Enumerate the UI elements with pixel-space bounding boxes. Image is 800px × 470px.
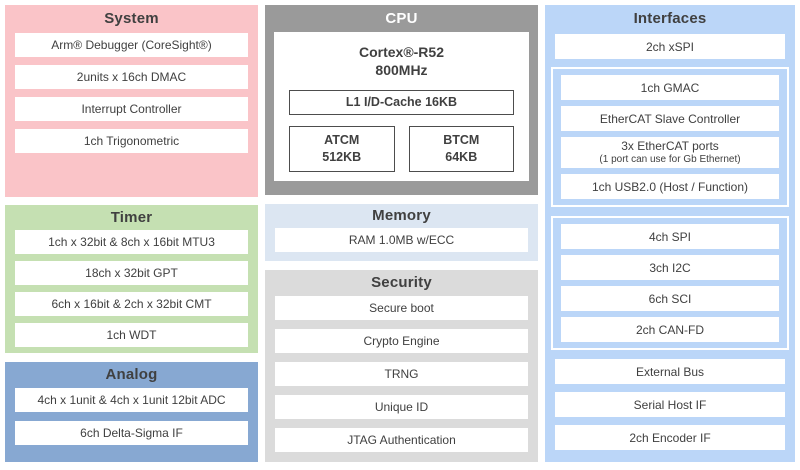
system-item-debugger: Arm® Debugger (CoreSight®) (15, 33, 248, 57)
system-item-interrupt-controller: Interrupt Controller (15, 97, 248, 121)
interfaces-title: Interfaces (633, 10, 707, 27)
interfaces-item-ethercat-ports-main: 3x EtherCAT ports (621, 138, 719, 153)
cpu-atcm-size: 512KB (322, 149, 362, 164)
interfaces-item-ethercat-ports: 3x EtherCAT ports (1 port can use for Gb… (561, 137, 779, 168)
security-title: Security (371, 274, 432, 291)
interfaces-item-ethercat-ports-note: (1 port can use for Gb Ethernet) (599, 153, 741, 165)
timer-item-wdt: 1ch WDT (15, 323, 248, 347)
cpu-block: CPU Cortex®-R52 800MHz L1 I/D-Cache 16KB… (265, 5, 538, 195)
interfaces-item-spi: 4ch SPI (561, 224, 779, 249)
interfaces-item-can-fd: 2ch CAN-FD (561, 317, 779, 342)
system-item-dmac: 2units x 16ch DMAC (15, 65, 248, 89)
cpu-title: CPU (385, 10, 418, 27)
interfaces-item-external-bus: External Bus (555, 359, 785, 384)
cpu-atcm-box: ATCM 512KB (289, 125, 395, 172)
interfaces-item-gmac: 1ch GMAC (561, 75, 779, 100)
analog-block: Analog 4ch x 1unit & 4ch x 1unit 12bit A… (5, 362, 258, 462)
interfaces-item-sci: 6ch SCI (561, 286, 779, 311)
security-item-unique-id: Unique ID (275, 395, 528, 419)
timer-item-mtu3: 1ch x 32bit & 8ch x 16bit MTU3 (15, 230, 248, 254)
system-item-trigonometric: 1ch Trigonometric (15, 129, 248, 153)
cpu-btcm-name: BTCM (443, 132, 480, 147)
timer-item-gpt: 18ch x 32bit GPT (15, 261, 248, 285)
cpu-btcm-box: BTCM 64KB (408, 125, 514, 172)
interfaces-item-encoder-if: 2ch Encoder IF (555, 425, 785, 450)
cpu-tcm-row: ATCM 512KB BTCM 64KB (289, 125, 514, 172)
memory-title: Memory (372, 207, 431, 224)
interfaces-item-i2c: 3ch I2C (561, 255, 779, 280)
memory-item-ram: RAM 1.0MB w/ECC (275, 228, 528, 252)
memory-block: Memory RAM 1.0MB w/ECC (265, 204, 538, 261)
cpu-btcm-size: 64KB (445, 149, 478, 164)
security-block: Security Secure boot Crypto Engine TRNG … (265, 270, 538, 462)
cpu-core-frequency: 800MHz (375, 62, 428, 79)
cpu-core-box: Cortex®-R52 800MHz L1 I/D-Cache 16KB ATC… (274, 32, 529, 181)
interfaces-ethernet-group: 1ch GMAC EtherCAT Slave Controller 3x Et… (551, 67, 789, 207)
analog-item-delta-sigma: 6ch Delta-Sigma IF (15, 421, 248, 445)
interfaces-item-xspi: 2ch xSPI (555, 34, 785, 59)
system-block: System Arm® Debugger (CoreSight®) 2units… (5, 5, 258, 197)
system-title: System (104, 10, 159, 27)
cpu-core-name: Cortex®-R52 (358, 44, 444, 60)
analog-item-adc: 4ch x 1unit & 4ch x 1unit 12bit ADC (15, 388, 248, 412)
cpu-l1-cache-box: L1 I/D-Cache 16KB (289, 89, 514, 115)
timer-block: Timer 1ch x 32bit & 8ch x 16bit MTU3 18c… (5, 205, 258, 353)
interfaces-comm-group: 4ch SPI 3ch I2C 6ch SCI 2ch CAN-FD (551, 216, 789, 350)
security-item-crypto-engine: Crypto Engine (275, 329, 528, 353)
cpu-atcm-name: ATCM (324, 132, 360, 147)
cpu-core-label: Cortex®-R52 800MHz (274, 43, 529, 80)
analog-title: Analog (105, 366, 158, 383)
security-item-trng: TRNG (275, 362, 528, 386)
timer-item-cmt: 6ch x 16bit & 2ch x 32bit CMT (15, 292, 248, 316)
interfaces-item-usb: 1ch USB2.0 (Host / Function) (561, 174, 779, 199)
interfaces-item-ethercat-slave-controller: EtherCAT Slave Controller (561, 106, 779, 131)
interfaces-block: Interfaces 2ch xSPI 1ch GMAC EtherCAT Sl… (545, 5, 795, 462)
security-item-secure-boot: Secure boot (275, 296, 528, 320)
interfaces-item-serial-host-if: Serial Host IF (555, 392, 785, 417)
timer-title: Timer (110, 209, 153, 226)
security-item-jtag-authentication: JTAG Authentication (275, 428, 528, 452)
